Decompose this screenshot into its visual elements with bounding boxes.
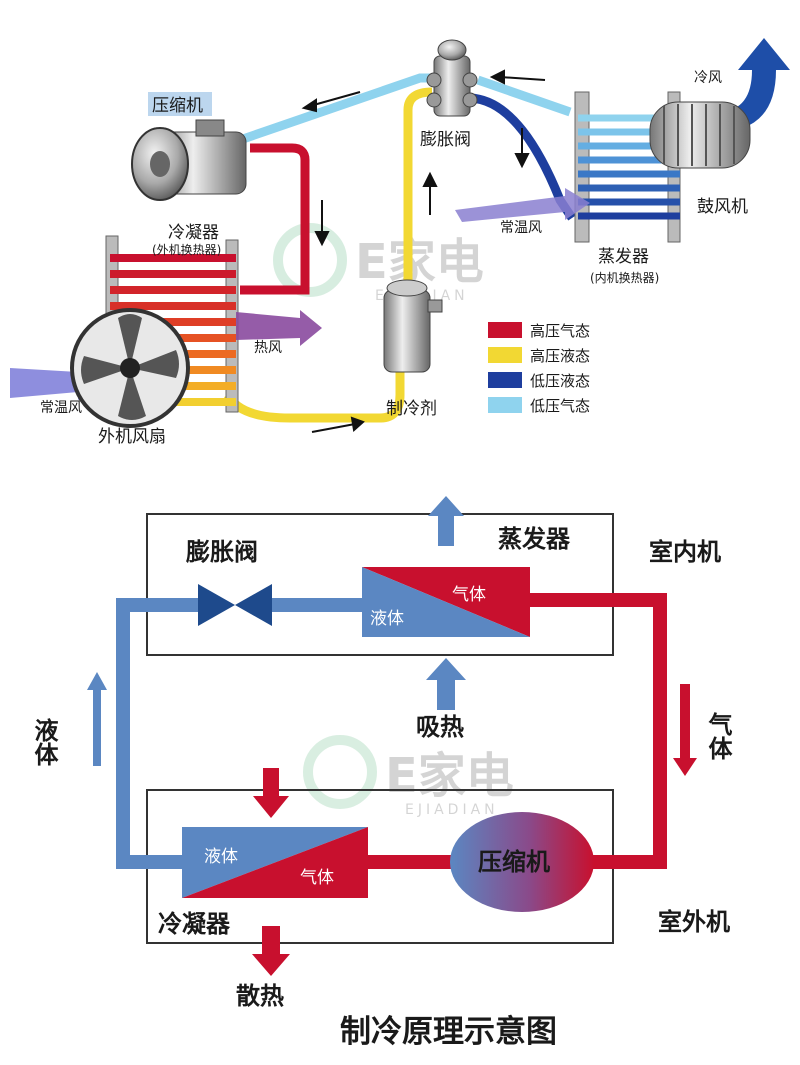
flow-arrow-up-icon (422, 171, 438, 187)
legend-swatch-low-gas (488, 397, 522, 413)
expansion-valve-icon (198, 584, 235, 626)
legend-swatch-low-liquid (488, 372, 522, 388)
condenser-sublabel: (外机换热器) (152, 243, 221, 257)
flow-arrow-left-icon (489, 69, 505, 85)
bottom-condenser: 液体 气体 冷凝器 (158, 827, 368, 938)
absorb-heat-arrow-icon (426, 658, 466, 710)
release-cold-up-arrow-icon (428, 496, 464, 546)
release-heat-label: 散热 (236, 982, 284, 1010)
blower-label: 鼓风机 (697, 197, 748, 217)
legend-label-high-gas: 高压气态 (530, 322, 590, 340)
expansion-valve-unit: 膨胀阀 (420, 39, 478, 150)
flow-arrow-down-icon (514, 153, 530, 169)
compressor-unit: 压缩机 (131, 92, 247, 201)
pipe-gas-right (530, 593, 667, 869)
bottom-evaporator: 气体 液体 蒸发器 (362, 525, 571, 637)
cold-wind-label: 冷风 (694, 70, 722, 86)
outdoor-fan-unit: 外机风扇 (70, 308, 190, 447)
heat-input-down-arrow-icon (253, 768, 289, 818)
outdoor-fan-label: 外机风扇 (98, 427, 166, 447)
bottom-compressor-label: 压缩机 (478, 848, 550, 876)
legend-label-low-gas: 低压气态 (530, 397, 590, 415)
bottom-evaporator-label: 蒸发器 (498, 525, 571, 553)
bottom-expansion-valve: 膨胀阀 (185, 538, 272, 626)
condenser-gas-half (182, 827, 368, 898)
condenser-liquid-label: 液体 (204, 847, 238, 867)
pipe-high-pressure-gas (240, 143, 310, 295)
bottom-expansion-valve-label: 膨胀阀 (185, 538, 258, 566)
evaporator-label: 蒸发器 (598, 247, 649, 267)
bottom-condenser-label: 冷凝器 (158, 910, 231, 938)
expansion-valve-label: 膨胀阀 (420, 130, 471, 150)
pipe-liquid-left (116, 598, 198, 869)
flow-arrow-left-icon (301, 98, 317, 113)
refrigerant-label: 制冷剂 (386, 399, 437, 419)
hot-wind-arrow-icon (236, 310, 322, 346)
watermark-brand-bottom: E家电 (385, 748, 514, 804)
refrigerant-tank-unit: 制冷剂 (383, 279, 443, 419)
release-heat-arrow-icon (252, 926, 290, 976)
pipe-high-pressure-liquid-bottom (224, 372, 405, 423)
watermark-logo-icon (303, 735, 377, 809)
watermark-brand: E家电 (355, 234, 484, 290)
indoor-unit-label: 室内机 (649, 538, 721, 566)
legend: 高压气态 高压液态 低压液态 低压气态 (488, 322, 590, 415)
legend-label-high-liquid: 高压液态 (530, 347, 590, 365)
pipe-low-pressure-gas-to-compressor (238, 73, 432, 145)
expansion-valve-icon (433, 55, 471, 117)
pipe-low-pressure-gas-evap (476, 75, 572, 117)
hot-wind-label: 热风 (254, 340, 282, 356)
pipe-high-pressure-liquid-up (403, 87, 433, 282)
bottom-watermark: E家电 EJIADIAN (303, 735, 514, 818)
outdoor-unit-label: 室外机 (658, 908, 730, 936)
absorb-heat-label: 吸热 (416, 713, 464, 741)
condenser-label: 冷凝器 (168, 223, 219, 243)
evaporator-liquid-label: 液体 (370, 609, 404, 629)
gas-flow-down-arrow-icon (673, 684, 697, 776)
normal-temp-wind-right-arrow-icon (455, 188, 590, 222)
legend-swatch-high-liquid (488, 347, 522, 363)
right-gas-label: 气体 (704, 711, 733, 760)
bottom-diagram: E家电 EJIADIAN 膨胀阀 气体 液体 蒸发器 室内机 (30, 496, 733, 1010)
evaporator-unit: 鼓风机 常温风 蒸发器 (内机换热器) (455, 91, 751, 285)
compressor-label: 压缩机 (152, 96, 203, 116)
watermark-logo-icon (273, 223, 347, 297)
diagram-caption: 制冷原理示意图 (340, 1014, 557, 1050)
flow-arrow-down-icon (314, 231, 330, 247)
pipe-low-pressure-liquid (469, 93, 576, 221)
compressor-ellipse-icon (450, 812, 594, 912)
compressor-label-bg (148, 92, 212, 116)
bottom-compressor: 压缩机 (450, 812, 594, 912)
liquid-flow-up-arrow-icon (87, 672, 107, 766)
indoor-unit-box (146, 513, 614, 656)
evaporator-gas-label: 气体 (452, 585, 486, 605)
watermark-sub-bottom: EJIADIAN (405, 802, 499, 818)
legend-swatch-high-gas (488, 322, 522, 338)
top-diagram: E家电 EJIADIAN 压缩机 (10, 38, 790, 447)
legend-label-low-liquid: 低压液态 (530, 372, 590, 390)
normal-temp-wind-right-label: 常温风 (500, 220, 542, 236)
normal-temp-wind-left-label: 常温风 (40, 400, 82, 416)
evaporator-liquid-half (362, 567, 530, 637)
flow-arrow-right-icon (350, 416, 365, 432)
evaporator-sublabel: (内机换热器) (590, 271, 659, 285)
blower-icon (649, 101, 751, 169)
refrigerant-tank-icon (383, 289, 431, 373)
top-flow-arrows (301, 69, 546, 433)
condenser-gas-label: 气体 (300, 868, 334, 888)
left-liquid-char-1: 液体 (30, 717, 58, 766)
